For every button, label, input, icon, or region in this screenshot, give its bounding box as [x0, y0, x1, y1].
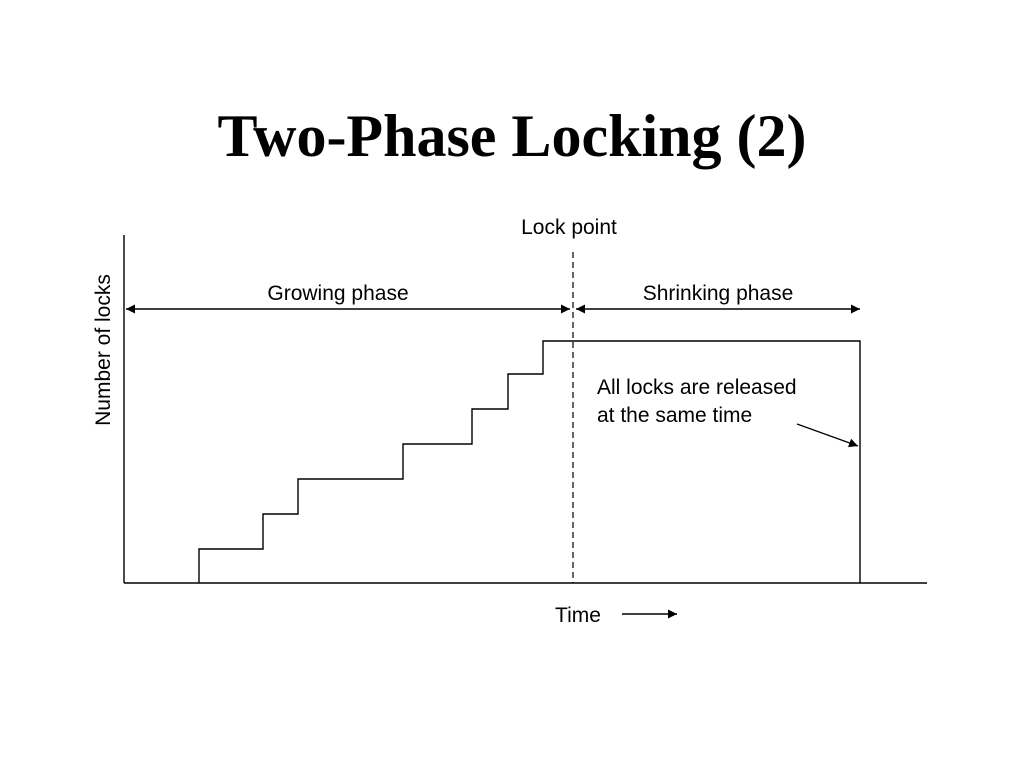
- release-note-line-1: All locks are released: [597, 376, 797, 399]
- lock-count-line: [198, 340, 861, 583]
- x-axis-label: Time: [555, 604, 601, 627]
- y-axis-label: Number of locks: [92, 274, 115, 426]
- release-note-line-2: at the same time: [597, 404, 752, 427]
- lock-count-staircase: [198, 340, 861, 583]
- shrinking-phase-label: Shrinking phase: [643, 282, 794, 305]
- slide-title: Two-Phase Locking (2): [217, 103, 807, 169]
- growing-phase-label: Growing phase: [267, 282, 408, 305]
- lock-point-label: Lock point: [521, 216, 617, 239]
- release-note-pointer: [796, 423, 859, 448]
